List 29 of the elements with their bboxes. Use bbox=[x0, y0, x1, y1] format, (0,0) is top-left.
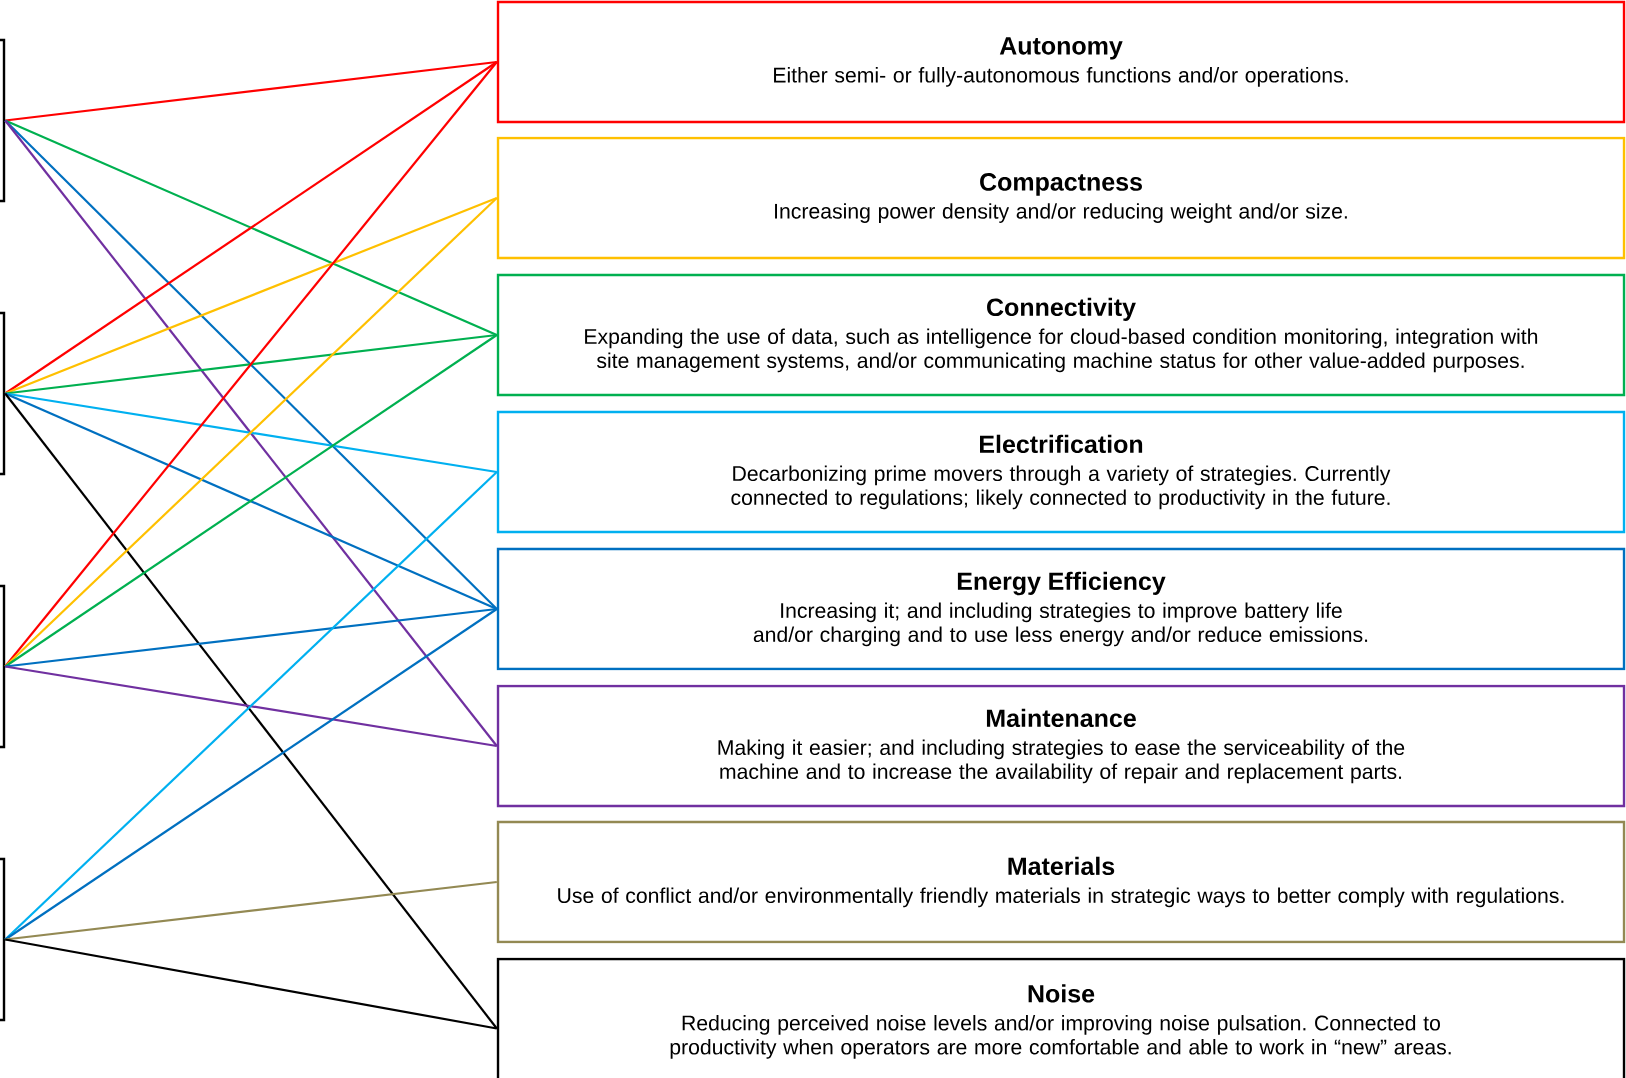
text-box: Energy Efficiency Increasing it; and including strategies to improve battery life and/or charging and to use less energy and/or reduce emissions. bbox=[496, 547, 1626, 671]
connector-line bbox=[4, 392, 498, 1030]
connector-line bbox=[5, 607, 497, 668]
empty-box bbox=[0, 311, 6, 476]
empty-box bbox=[0, 38, 6, 203]
connector-line bbox=[5, 392, 497, 474]
connector-line bbox=[4, 119, 498, 747]
empty-box bbox=[0, 857, 6, 1022]
connector-line bbox=[4, 61, 498, 395]
text-box: Electrification Decarbonizing prime movers through a variety of strategies. Currently connected to regulations; likely connected to productivity in the future. bbox=[496, 410, 1626, 534]
text-box: Compactness Increasing power density and/or reducing weight and/or size. bbox=[496, 136, 1626, 260]
connector-line bbox=[5, 60, 497, 122]
empty-box bbox=[0, 584, 6, 749]
text-box: Autonomy Either semi- or fully-autonomous functions and/or operations. bbox=[496, 0, 1626, 124]
connector-line bbox=[4, 334, 498, 668]
connector-line bbox=[5, 333, 497, 395]
connector-line bbox=[5, 665, 497, 748]
connector-line bbox=[4, 392, 498, 610]
connector-line bbox=[4, 608, 498, 941]
connector-line bbox=[4, 196, 498, 395]
connector-line bbox=[4, 119, 498, 610]
text-box: Maintenance Making it easier; and including strategies to ease the serviceability of the machine and to increase the availability of repair and replacement parts. bbox=[496, 684, 1626, 808]
text-box: Connectivity Expanding the use of data, such as intelligence for cloud-based condition monitoring, integration with site management systems, and/or communicating machine status for other value-added purposes. bbox=[496, 273, 1626, 397]
text-box: Materials Use of conflict and/or environmentally friendly materials in strategic ways to better comply with regulations. bbox=[496, 820, 1626, 944]
connector-line bbox=[4, 119, 498, 336]
connector-line bbox=[4, 61, 498, 668]
text-box: Noise Reducing perceived noise levels and/or improving noise pulsation. Connected to productivity when operators are more comfortable and able to work in “new” areas. bbox=[496, 957, 1626, 1078]
connector-line bbox=[5, 880, 497, 941]
connector-line bbox=[5, 938, 497, 1030]
